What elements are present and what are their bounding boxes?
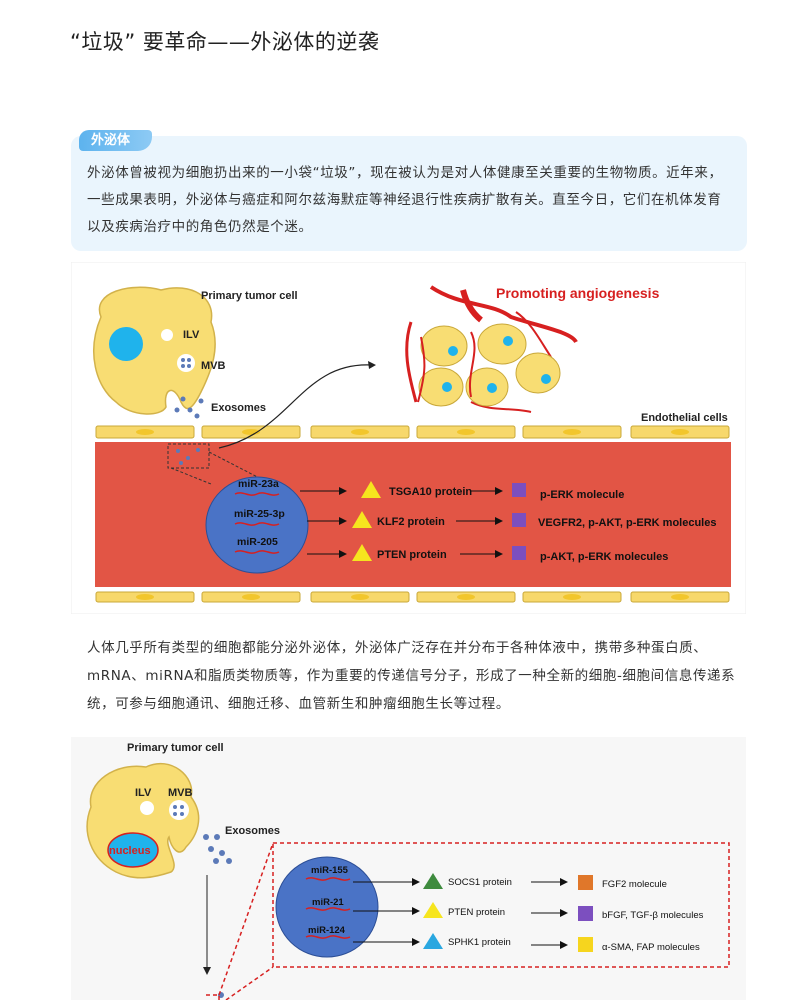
exosome-particles-2 [203,834,232,998]
tumor-microenvironment-figure: nucleus Primary tumor cell ILV MVB Exoso… [71,737,746,1000]
molecule2-label-2: bFGF, TGF-β molecules [602,910,704,921]
exosome-particles [174,396,204,465]
pathway-row-1: TSGA10 protein p-ERK molecule [300,481,624,501]
protein-triangle-icon [423,933,443,949]
protein2-label-2: PTEN protein [448,907,505,918]
molecule-square-icon [512,483,526,497]
ilv-label: ILV [183,329,200,341]
endothelial-bottom-row [95,591,730,603]
zoom-box-2 [272,842,730,968]
protein-label-1: TSGA10 protein [389,486,472,498]
exosomes-label: Exosomes [211,402,266,414]
angiogenesis-label: Promoting angiogenesis [496,285,660,301]
endothelial-label: Endothelial cells [641,412,728,424]
protein2-label-3: SPHK1 protein [448,937,511,948]
exosome-zoom-circle-2 [275,856,379,958]
ilv-label-2: ILV [135,787,152,799]
body-paragraph: 人体几乎所有类型的细胞都能分泌外泌体，外泌体广泛存在并分布于各种体液中，携带多种… [87,640,736,712]
protein-triangle-icon [352,511,372,528]
angiogenesis-figure: Primary tumor cell ILV MVB Exosomes Prom… [71,262,746,614]
angiogenesis-arrow [218,364,372,449]
mvb-label: MVB [201,360,226,372]
mirna2-label-3: miR-124 [308,925,346,936]
mvb-body [177,354,195,372]
nucleus-ellipse [107,832,159,868]
molecule-square-icon [578,906,593,921]
endothelial-top-row [95,425,730,439]
mirna2-label-1: miR-155 [311,865,349,876]
nucleus-label: nucleus [109,845,151,857]
mvb-label-2: MVB [168,787,193,799]
mirna-label-2: miR-25-3p [234,508,285,520]
molecule-square-icon [512,546,526,560]
protein-triangle-icon [352,544,372,561]
pathway2-row-2: PTEN protein bFGF, TGF-β molecules [353,902,704,921]
nucleus-circle [109,327,143,361]
pathway2-row-3: SPHK1 protein α-SMA, FAP molecules [353,933,700,953]
pathway2-row-1: SOCS1 protein FGF2 molecule [353,873,667,890]
exosomes-label-2: Exosomes [225,825,280,837]
protein2-label-1: SOCS1 protein [448,877,512,888]
blood-vessel [95,442,731,587]
exosome-note-text: 外泌体曾被视为细胞扔出来的一小袋“垃圾”，现在被认为是对人体健康至关重要的生物物… [87,165,723,235]
protein-triangle-icon [423,902,443,918]
molecule-square-icon [512,513,526,527]
mirna-label-1: miR-23a [238,478,279,490]
molecule2-label-1: FGF2 molecule [602,879,667,890]
molecule-square-icon [578,937,593,952]
molecule-label-2: VEGFR2, p-AKT, p-ERK molecules [538,517,716,529]
mvb-body-2 [169,800,189,820]
exosome-note-tag: 外泌体 [79,130,153,151]
exosome-note-box [71,136,747,251]
mirna-label-3: miR-205 [237,536,278,548]
article-title: “垃圾” 要革命——外泌体的逆袭 [70,30,380,54]
protein-triangle-icon [361,481,381,498]
mirna2-label-2: miR-21 [312,897,344,908]
protein-label-2: KLF2 protein [377,516,445,528]
pathway-row-2: KLF2 protein VEGFR2, p-AKT, p-ERK molecu… [307,511,716,529]
primary-tumor-cell [93,286,216,415]
molecule-label-1: p-ERK molecule [540,489,624,501]
exosome-zoom-circle [205,476,309,574]
pathway-row-3: PTEN protein p-AKT, p-ERK molecules [307,544,668,563]
ilv-vesicle-2 [140,801,154,815]
molecule2-label-3: α-SMA, FAP molecules [602,942,700,953]
ilv-vesicle [161,329,173,341]
molecule-square-icon [578,875,593,890]
protein-label-3: PTEN protein [377,549,447,561]
protein-triangle-icon [423,873,443,889]
zoom-box [167,443,210,469]
molecule-label-3: p-AKT, p-ERK molecules [540,551,668,563]
angiogenesis-cluster [405,285,578,413]
primary-tumor-cell-label: Primary tumor cell [201,290,298,302]
primary-tumor-cell-label-2: Primary tumor cell [127,742,224,754]
